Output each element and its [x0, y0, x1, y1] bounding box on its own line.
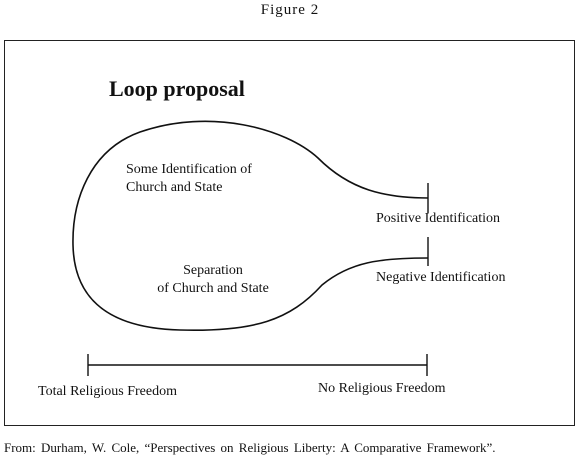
loop-curve: [72, 120, 429, 332]
upper-region-line1: Some Identification of: [126, 162, 252, 177]
figure-label: Figure 2: [260, 2, 320, 18]
lower-region-line1: Separation: [183, 263, 243, 278]
positive-identification-label: Positive Identification: [376, 211, 501, 226]
scale-right-label: No Religious Freedom: [318, 381, 446, 396]
scale-left-label: Total Religious Freedom: [38, 384, 178, 399]
upper-region-line2: Church and State: [126, 180, 223, 195]
lower-region-line2: of Church and State: [157, 281, 269, 296]
upper-region-label: Some Identification of Church and State: [126, 161, 252, 197]
source-note: From: Durham, W. Cole, “Perspectives on …: [4, 440, 496, 455]
negative-identification-label: Negative Identification: [376, 270, 506, 285]
lower-region-label: Separation of Church and State: [150, 262, 276, 298]
figure-frame: [4, 40, 575, 426]
diagram-title: Loop proposal: [109, 76, 245, 101]
